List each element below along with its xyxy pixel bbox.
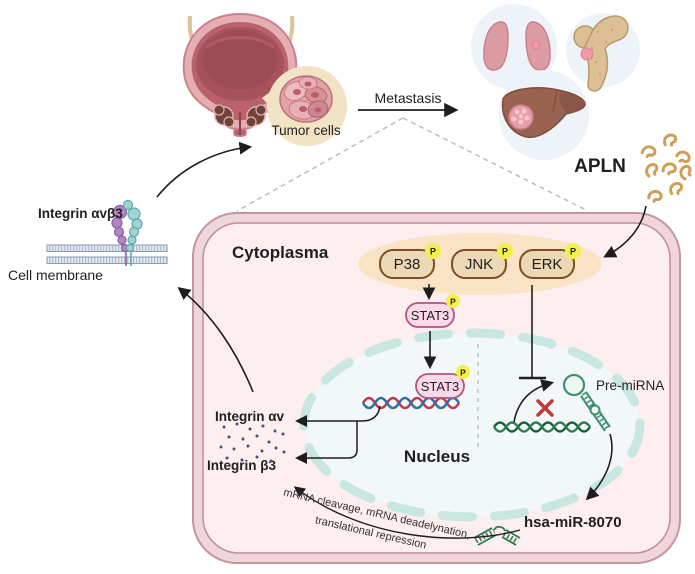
dna-icon bbox=[361, 396, 461, 410]
phosphate-label: P bbox=[430, 247, 436, 257]
stat3-nuclear: STAT3 P bbox=[415, 365, 470, 399]
mirna-icon bbox=[473, 525, 521, 546]
cytoplasm-label: Cytoplasma bbox=[232, 243, 329, 262]
integrin-protein-dots-icon bbox=[219, 422, 286, 463]
kinase-p38: P38 P bbox=[379, 243, 441, 279]
arrow-mirna-to-integrin bbox=[293, 486, 521, 539]
bladder-tumor-nodules-icon bbox=[213, 104, 267, 128]
apln-peptides-icon bbox=[639, 132, 695, 205]
metastasis-group: Metastasis bbox=[358, 90, 459, 118]
mirna-label: hsa-miR-8070 bbox=[524, 514, 622, 531]
pre-mirna-icon bbox=[562, 373, 611, 432]
arrow-integrin-to-tumor bbox=[156, 141, 253, 198]
red-x-icon bbox=[536, 399, 554, 417]
tumor-cells-callout: Tumor cells bbox=[262, 66, 347, 146]
phosphate-badge bbox=[456, 365, 470, 379]
lungs-icon bbox=[483, 21, 551, 71]
phosphate-badge bbox=[565, 243, 581, 259]
apln-group: APLN bbox=[574, 132, 695, 205]
cell-membrane-label: Cell membrane bbox=[8, 267, 103, 283]
arrow-dna-to-premirna bbox=[513, 379, 555, 423]
liver-icon bbox=[501, 87, 586, 138]
phosphate-badge bbox=[446, 294, 460, 308]
metastasis-label: Metastasis bbox=[375, 90, 442, 106]
integrin-av-label: Integrin αv bbox=[215, 409, 285, 424]
integrin-avb3-icon bbox=[111, 199, 143, 266]
arrow-apln-to-kinases bbox=[603, 205, 647, 258]
nucleus: Nucleus bbox=[299, 328, 645, 522]
metastasis-organs bbox=[471, 4, 640, 160]
stat3-label: STAT3 bbox=[411, 308, 450, 323]
integrin-avb3-label: Integrin αvβ3 bbox=[38, 206, 123, 221]
kinase-p38-label: P38 bbox=[394, 256, 421, 273]
integrin-b3-label: Integrin β3 bbox=[207, 458, 276, 473]
bone-icon bbox=[573, 15, 629, 92]
arrow-to-membrane bbox=[177, 287, 254, 393]
cell-membrane-icon bbox=[46, 244, 168, 264]
nucleus-label: Nucleus bbox=[404, 447, 470, 466]
tumor-cells-label: Tumor cells bbox=[271, 123, 341, 138]
zoom-indicator-lines bbox=[236, 117, 589, 212]
erk-inhibition-line bbox=[519, 285, 546, 380]
phosphate-badge bbox=[497, 243, 513, 259]
kinase-erk: ERK P bbox=[519, 243, 581, 279]
pre-mirna-label: Pre-miRNA bbox=[596, 378, 664, 393]
kinase-module: P38 P JNK P ERK P bbox=[358, 233, 602, 295]
tumor-cells-icon bbox=[279, 75, 333, 123]
green-dna-icon bbox=[493, 421, 591, 433]
phosphate-label: P bbox=[450, 297, 456, 307]
phosphate-badge bbox=[425, 243, 441, 259]
phosphate-label: P bbox=[460, 368, 466, 378]
kinase-jnk-label: JNK bbox=[465, 256, 493, 273]
stat3-label: STAT3 bbox=[421, 379, 460, 394]
kinase-jnk: JNK P bbox=[451, 243, 513, 279]
transcription-output-arrows bbox=[295, 405, 381, 464]
arrow-premirna-to-mirna bbox=[585, 433, 613, 501]
phosphate-label: P bbox=[502, 247, 508, 257]
phosphate-label: P bbox=[570, 247, 576, 257]
stat3-cytoplasm: STAT3 P bbox=[405, 294, 460, 328]
apln-label: APLN bbox=[574, 156, 626, 177]
kinase-erk-label: ERK bbox=[532, 256, 563, 273]
